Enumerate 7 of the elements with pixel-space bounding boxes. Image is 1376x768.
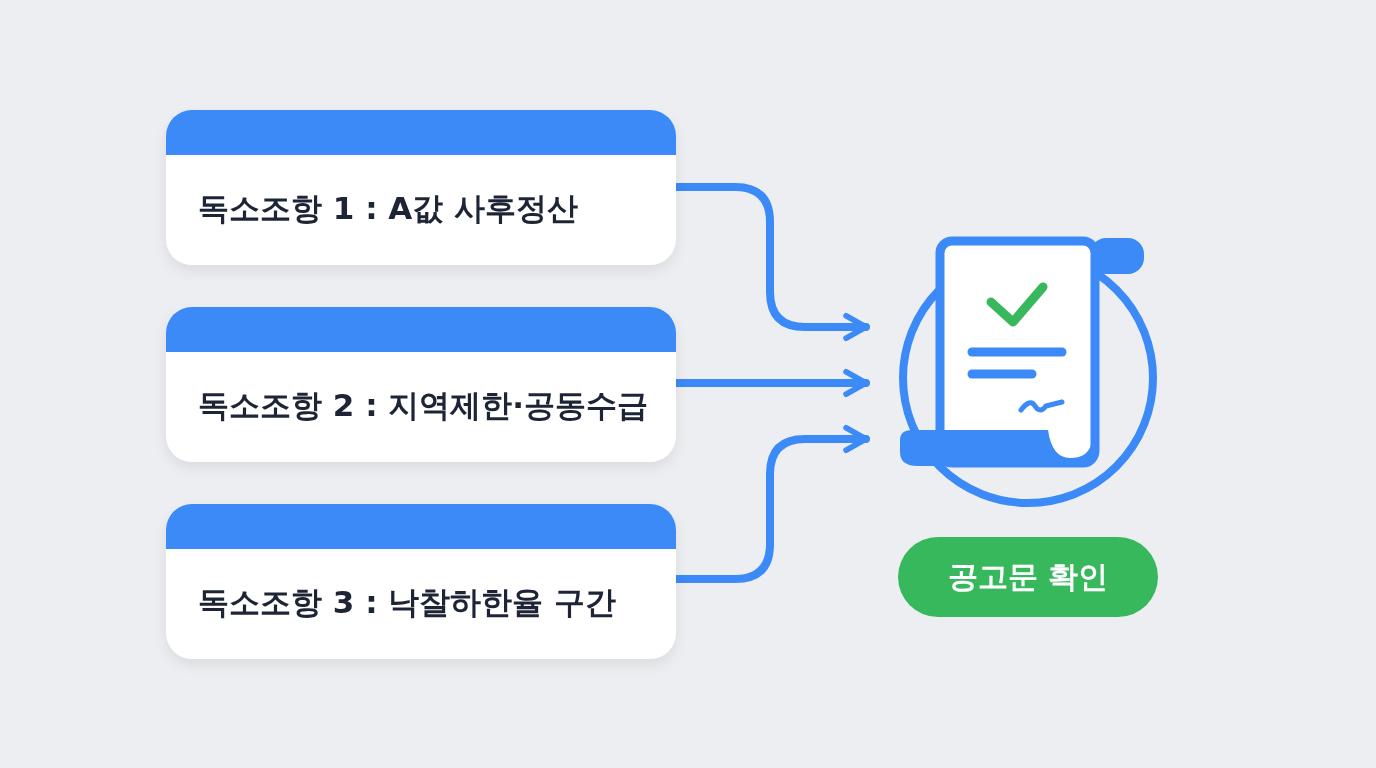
clause-card bbox=[166, 307, 676, 462]
clause-card bbox=[166, 110, 676, 265]
confirm-button: 공고문 확인 bbox=[898, 537, 1158, 617]
clause-text: 독소조항 2 : 지역제한·공동수급 bbox=[198, 386, 649, 425]
clause-card bbox=[166, 504, 676, 659]
clause-text: 독소조항 3 : 낙찰하한율 구간 bbox=[198, 583, 617, 622]
clause-text: 독소조항 1 : A값 사후정산 bbox=[198, 189, 579, 228]
